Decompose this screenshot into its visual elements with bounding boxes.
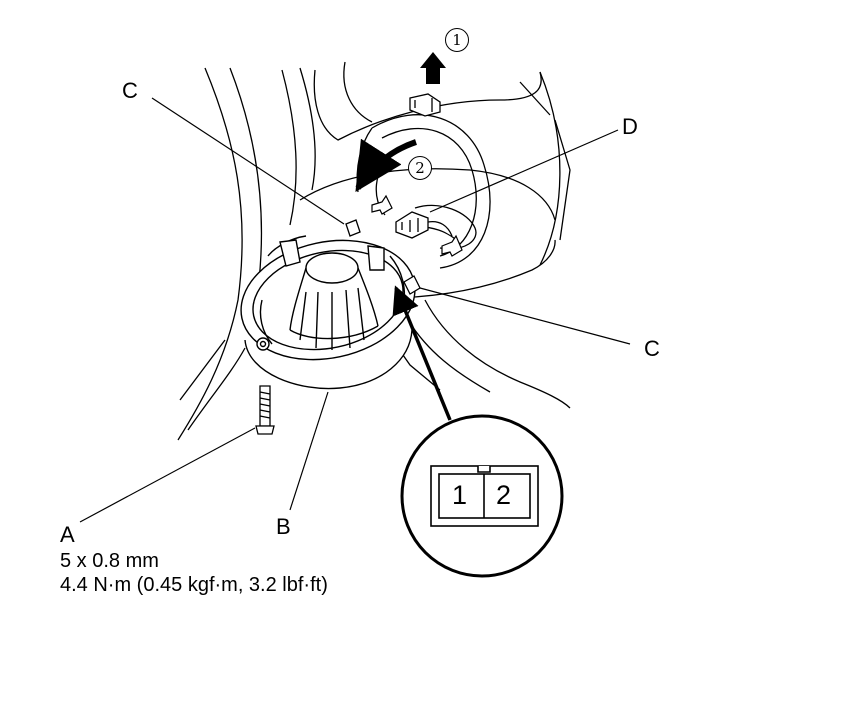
leader-lines <box>79 97 631 523</box>
connector-pin-1: 1 <box>452 480 468 510</box>
top-clip <box>409 93 441 117</box>
screw-size: 5 x 0.8 mm <box>60 550 159 572</box>
connector-pin-2: 2 <box>496 480 512 510</box>
callout-c-top: C <box>122 78 138 103</box>
speaker-unit <box>240 235 416 390</box>
step-2-marker: 2 <box>408 156 432 180</box>
tab-indicators <box>371 194 463 257</box>
screw <box>255 385 275 435</box>
callout-d: D <box>622 114 638 139</box>
step-2-arrow <box>355 138 417 193</box>
connector-detail-view <box>400 414 564 578</box>
step-1-marker: 1 <box>445 28 469 52</box>
callout-c-right: C <box>644 336 660 361</box>
step-1-arrow <box>420 52 446 84</box>
callout-a: A <box>60 522 75 547</box>
detail-pointer <box>392 285 452 421</box>
callout-b: B <box>276 514 291 539</box>
speaker-connector <box>395 211 453 239</box>
screw-torque: 4.4 N·m (0.45 kgf·m, 3.2 lbf·ft) <box>60 574 328 596</box>
